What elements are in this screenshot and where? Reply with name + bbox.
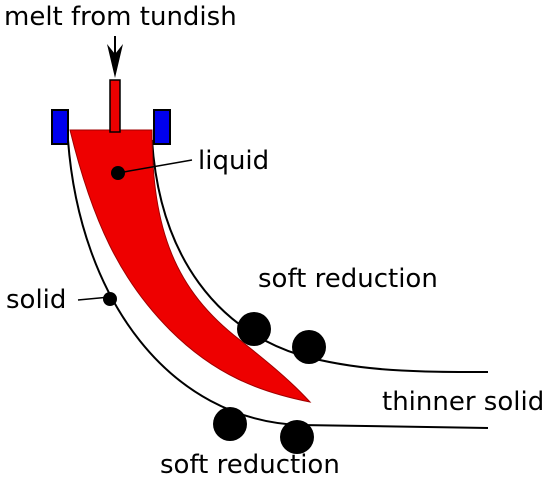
liquid-marker-dot <box>111 166 125 180</box>
solid-marker-dot <box>103 292 117 306</box>
roller-lower-2 <box>280 420 314 454</box>
roller-upper-1 <box>237 312 271 346</box>
roller-upper-2 <box>292 330 326 364</box>
thinner-solid-label: thinner solid <box>382 387 545 417</box>
mold-plate-left <box>51 109 69 145</box>
soft-reduction-lower-label: soft reduction <box>160 450 340 480</box>
soft-reduction-upper-label: soft reduction <box>258 264 438 294</box>
roller-lower-1 <box>213 407 247 441</box>
melt-arrow-head <box>107 44 123 78</box>
strand-inner-boundary <box>151 139 489 373</box>
melt-from-tundish-label: melt from tundish <box>4 2 237 32</box>
liquid-label: liquid <box>198 146 270 176</box>
solid-label: solid <box>6 285 67 315</box>
liquid-core <box>69 129 312 403</box>
mold-plate-right <box>153 109 171 145</box>
tundish-nozzle <box>109 79 121 133</box>
strand-outer-boundary <box>67 139 489 429</box>
liquid-leader-line <box>117 159 193 174</box>
